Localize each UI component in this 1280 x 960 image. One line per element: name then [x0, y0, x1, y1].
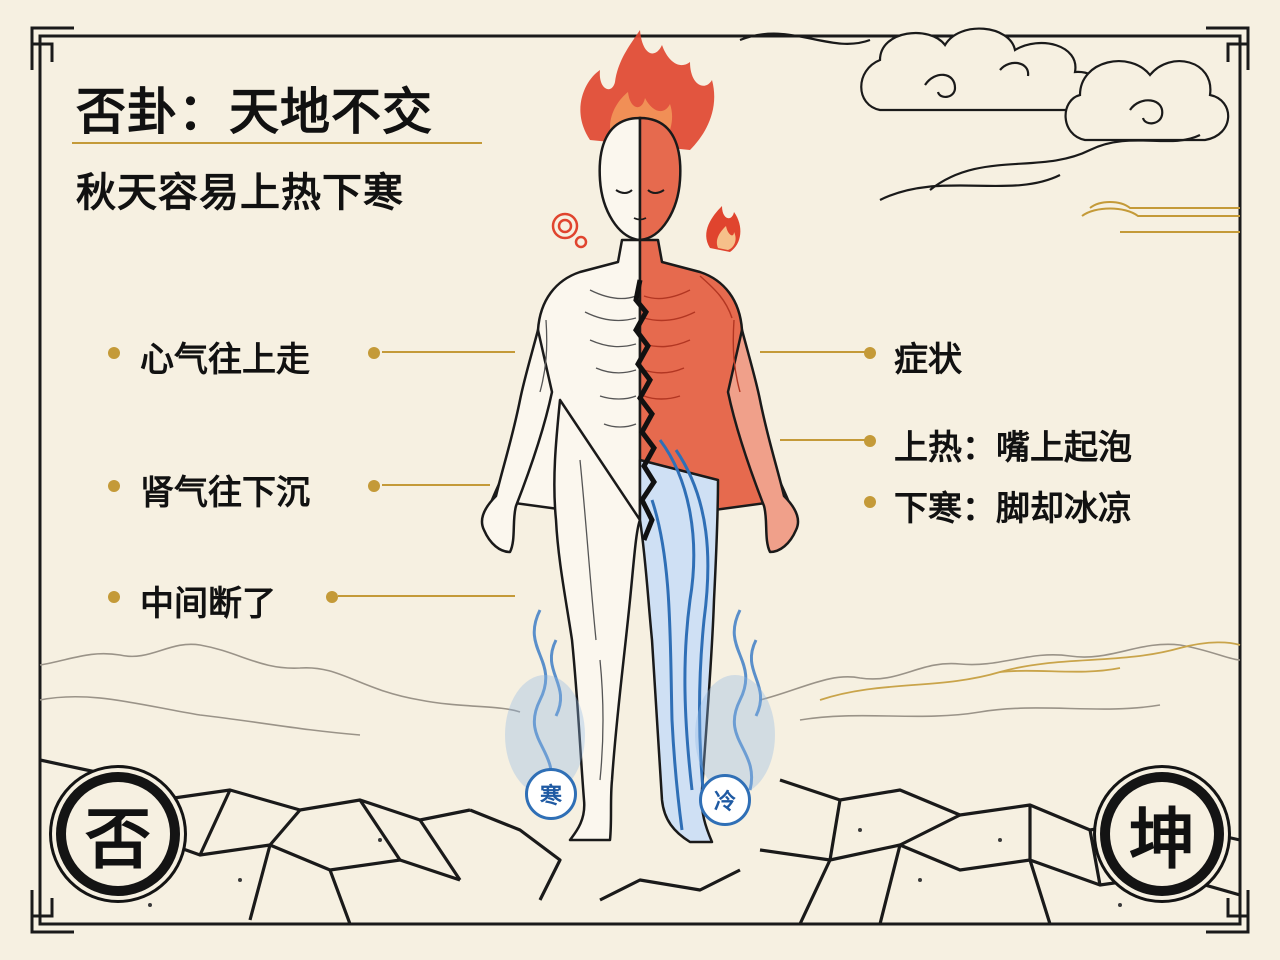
cold-badge-right: 冷 [699, 774, 751, 826]
seal-pi: 否 [56, 772, 180, 896]
cold-mist-icon [532, 609, 763, 791]
spiral-icon [551, 212, 588, 249]
bullet-dot [108, 480, 120, 492]
small-flame-icon [706, 206, 741, 252]
bullet-dot [864, 496, 876, 508]
page-subtitle: 秋天容易上热下寒 [76, 170, 404, 216]
label-symptoms-heading: 症状 [894, 340, 962, 380]
bullet-dot [864, 347, 876, 359]
ground-speckles [148, 813, 1122, 907]
label-middle-broken: 中间断了 [140, 584, 276, 624]
seal-kun-char: 坤 [1110, 782, 1214, 886]
bullet-dot [864, 435, 876, 447]
body-left-muscle-lines [539, 289, 637, 781]
blue-veins [650, 439, 710, 831]
cloud-icon [739, 27, 1230, 201]
bullet-dot [108, 347, 120, 359]
cold-badge-left: 寒 [525, 768, 577, 820]
body-left-side [480, 238, 642, 842]
label-upper-heat: 上热：嘴上起泡 [894, 428, 1132, 468]
seal-pi-char: 否 [66, 782, 170, 886]
bullet-dot [368, 347, 380, 359]
label-lower-cold: 下寒：脚却冰凉 [894, 489, 1132, 529]
seal-kun: 坤 [1100, 772, 1224, 896]
gold-wind-lines [1081, 201, 1240, 233]
head [598, 116, 682, 242]
connector-lines [338, 351, 868, 597]
label-kidney-qi: 肾气往下沉 [140, 473, 310, 513]
label-heart-qi: 心气往上走 [140, 340, 310, 380]
gold-mountain-lines [819, 641, 1241, 701]
page-title: 否卦：天地不交 [76, 83, 433, 141]
bullet-dot [326, 591, 338, 603]
bullet-dot [108, 591, 120, 603]
cold-mist-glow [505, 675, 775, 795]
body-right-muscle-lines [643, 275, 741, 400]
body-right-leg [638, 458, 720, 844]
bullet-dot [368, 480, 380, 492]
center-crack-line [633, 279, 657, 541]
mountains [39, 643, 1241, 736]
title-divider [72, 142, 482, 144]
